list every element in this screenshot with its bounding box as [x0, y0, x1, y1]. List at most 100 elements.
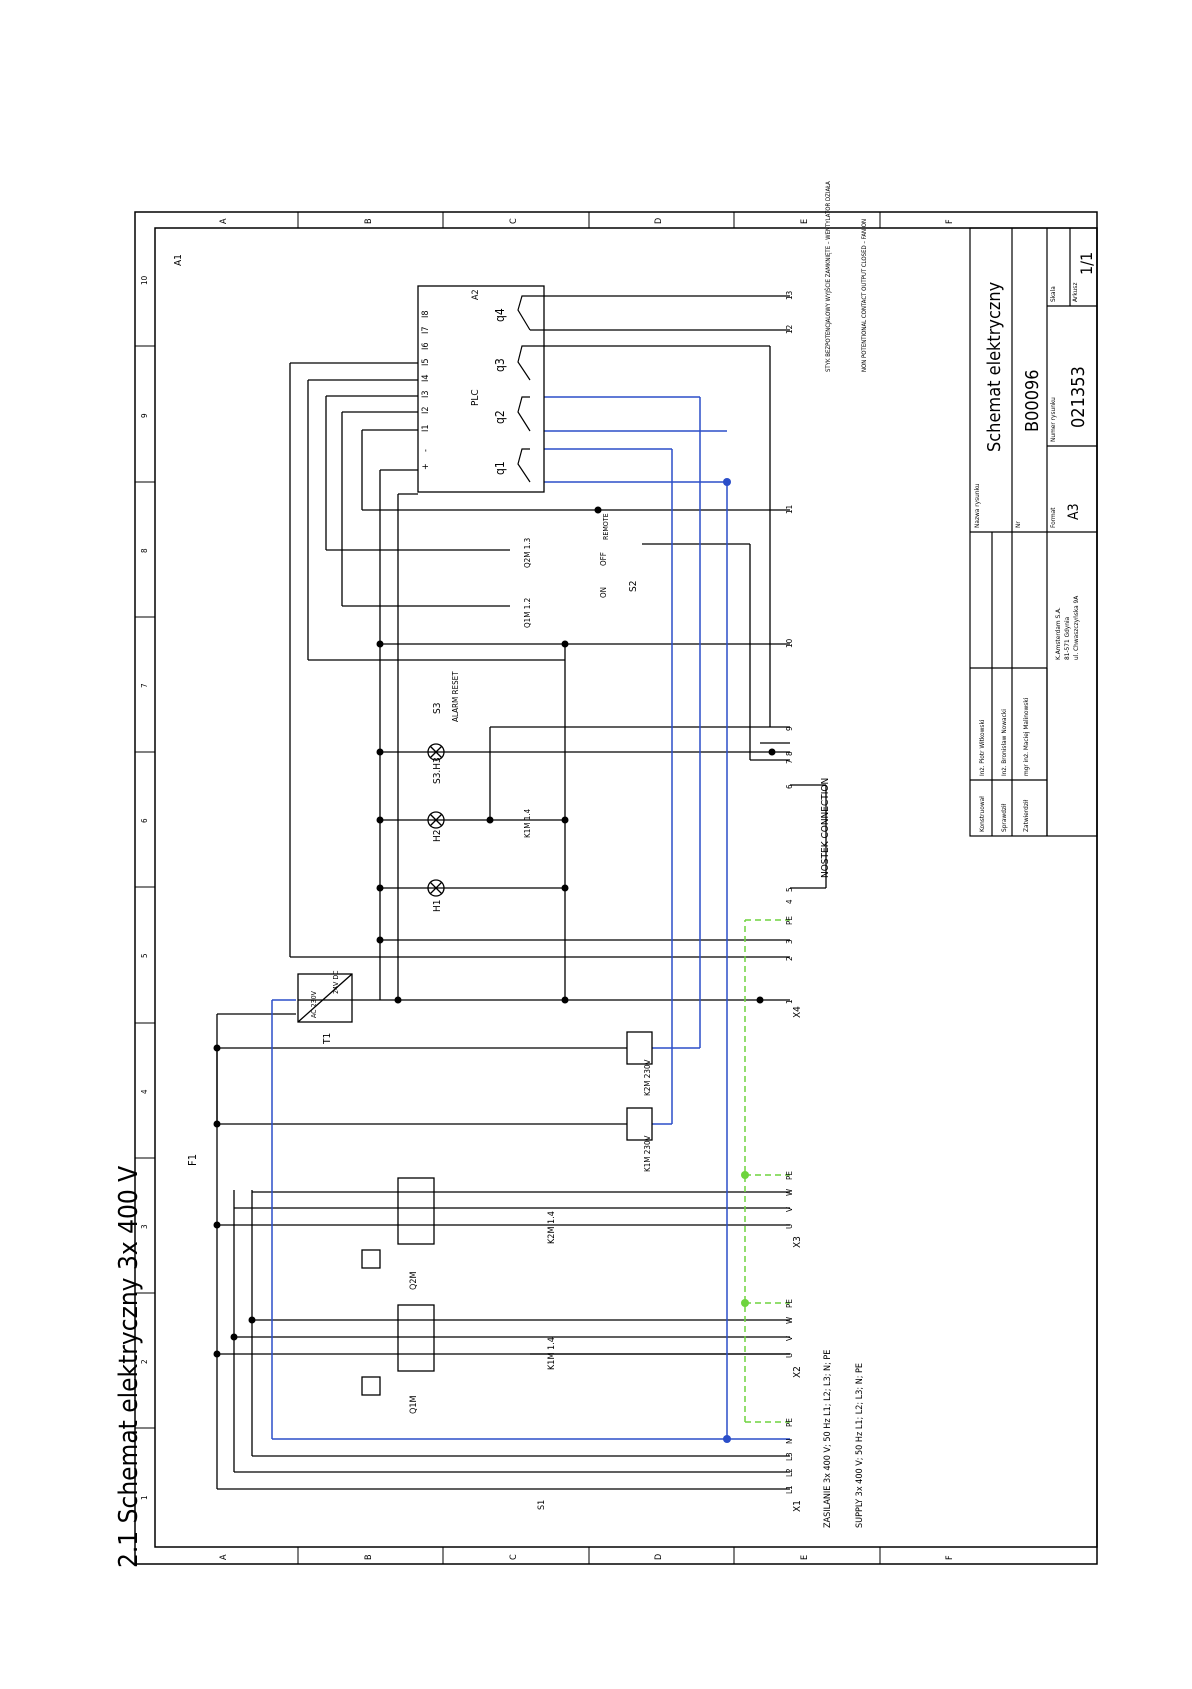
x4-3: 3 [785, 939, 794, 944]
x4-12: 12 [785, 325, 794, 334]
tb-label-scale: Skala [1049, 286, 1057, 302]
contact-k1m: K1M 1.4 [523, 808, 532, 838]
x4-13: 13 [785, 291, 794, 300]
title-block-sheet: 1/1 [1077, 252, 1096, 275]
supply-label-pl: ZASILANIE 3x 400 V; 50 Hz L1; L2; L3; N;… [823, 1350, 833, 1528]
title-block-format: A3 [1066, 503, 1082, 520]
row-label-8: 8 [140, 548, 149, 553]
col-label-e-bottom: E [800, 1555, 810, 1560]
supply-label-en: SUPPLY 3x 400 V; 50 Hz L1; L2; L3; N; PE [855, 1363, 865, 1528]
breaker-q1m: Q1M [409, 1395, 419, 1414]
x4-5: 5 [785, 887, 794, 892]
x1-pe: PE [785, 1418, 794, 1427]
lamp-s3h3: S3.H3 [432, 757, 443, 784]
switch-s2-remote: REMOTE [602, 513, 610, 540]
junctions [213, 506, 776, 1358]
tb-label-designed: Konstruował [978, 796, 986, 832]
switch-s3: S3 [432, 703, 443, 714]
tb-person-designed: Inż. Piotr Witkowski [978, 719, 986, 776]
plc-q2: q2 [493, 410, 507, 424]
earth-junctions [741, 1171, 749, 1307]
row-label-9: 9 [140, 413, 149, 418]
switch-s2-off: OFF [599, 552, 608, 566]
motor-breakers [361, 1177, 435, 1396]
row-label-3: 3 [140, 1224, 149, 1229]
plc-a2: A2 [471, 289, 481, 300]
tb-company-3: ul. Chwaszczyńska 9A [1072, 596, 1080, 660]
title-block-title: Schemat elektryczny [984, 281, 1005, 452]
col-label-d-bottom: D [654, 1554, 664, 1560]
plc-q1: q1 [493, 461, 507, 475]
wiring [216, 295, 827, 1490]
tb-label-sheet: Arkusz [1071, 283, 1079, 302]
plc-input-i8: I8 [421, 310, 431, 318]
coil-k1m: K1M 230V [643, 1135, 652, 1172]
x4-2: 2 [785, 956, 794, 961]
terminal-x2: X2 [792, 1366, 803, 1378]
tb-company-2: 81-571 Gdynia [1063, 616, 1071, 660]
x2-u: U [785, 1353, 794, 1358]
terminal-x4: X4 [792, 1006, 803, 1018]
row-label-10: 10 [140, 275, 149, 285]
plc-label: PLC [470, 389, 481, 406]
col-label-c-bottom: C [509, 1554, 519, 1560]
tb-company-1: K.Amsterdam S.A. [1054, 607, 1062, 660]
plc-module [417, 285, 545, 493]
contact-note-en: NON POTENTIONAL CONTACT OUTPUT CLOSED – … [861, 219, 868, 372]
nostek-connection: NOSTEK CONNECTION [820, 778, 831, 878]
plc-output-contacts [517, 295, 531, 483]
contact-q1m: Q1M 1.2 [523, 598, 532, 628]
x2-w: W [785, 1317, 794, 1324]
column-grid [297, 212, 881, 1564]
t1-ac: AC 230V [310, 990, 318, 1018]
plc-input-i1: I1 [421, 424, 431, 432]
x4-1: 1 [785, 999, 794, 1004]
title-block-doc-no: 021353 [1068, 366, 1089, 428]
row-label-6: 6 [140, 818, 149, 823]
plc-input-i7: I7 [421, 326, 431, 334]
coil-k2m: K2M 230V [643, 1059, 652, 1096]
plc-minus: - [421, 449, 431, 452]
terminal-x1: X1 [792, 1500, 803, 1512]
x3-u: U [785, 1224, 794, 1229]
lamps [427, 743, 445, 897]
plc-q3: q3 [493, 358, 507, 372]
tb-label-approved: Zatwierdził [1022, 799, 1030, 832]
col-label-f-bottom: F [945, 1555, 955, 1560]
x3-v: V [785, 1207, 794, 1212]
t1-label: T1 [322, 1033, 333, 1045]
x1-l2: L2 [785, 1468, 794, 1477]
row-label-1: 1 [140, 1495, 149, 1500]
x4-11: 11 [785, 505, 794, 514]
col-label-f-top: F [945, 219, 955, 224]
sheet-label: A1 [173, 254, 184, 266]
switch-s2: S2 [628, 581, 639, 592]
x4-pe: PE [785, 916, 794, 925]
x4-6: 6 [785, 784, 794, 789]
col-label-e-top: E [800, 219, 810, 224]
contactor-k2m: K2M 1.4 [547, 1211, 557, 1244]
title-block [969, 227, 1098, 837]
plc-q4: q4 [493, 308, 507, 322]
contact-note-pl: STYK BEZPOTENCJALOWY WYJŚCIE ZAMKNIĘTE –… [825, 181, 832, 372]
row-label-5: 5 [140, 953, 149, 958]
tb-label-name: Nazwa rysunku [973, 483, 981, 528]
row-label-7: 7 [140, 683, 149, 688]
x3-pe: PE [785, 1171, 794, 1180]
plc-input-i3: I3 [421, 390, 431, 398]
plc-input-i4: I4 [421, 374, 431, 382]
alarm-reset: ALARM RESET [451, 671, 460, 722]
neutral-lines [271, 396, 790, 1440]
x4-10: 10 [785, 638, 794, 648]
tb-label-doc: Numer rysunku [1049, 397, 1057, 442]
x2-pe: PE [785, 1299, 794, 1308]
row-grid [135, 345, 155, 1429]
row-label-4: 4 [140, 1089, 149, 1094]
col-label-b-top: B [364, 218, 374, 224]
terminal-x3: X3 [792, 1236, 803, 1248]
breaker-q2m: Q2M [409, 1271, 419, 1290]
tb-label-format: Format [1049, 507, 1057, 528]
plc-plus: + [421, 463, 431, 470]
earth-lines [744, 919, 790, 1423]
